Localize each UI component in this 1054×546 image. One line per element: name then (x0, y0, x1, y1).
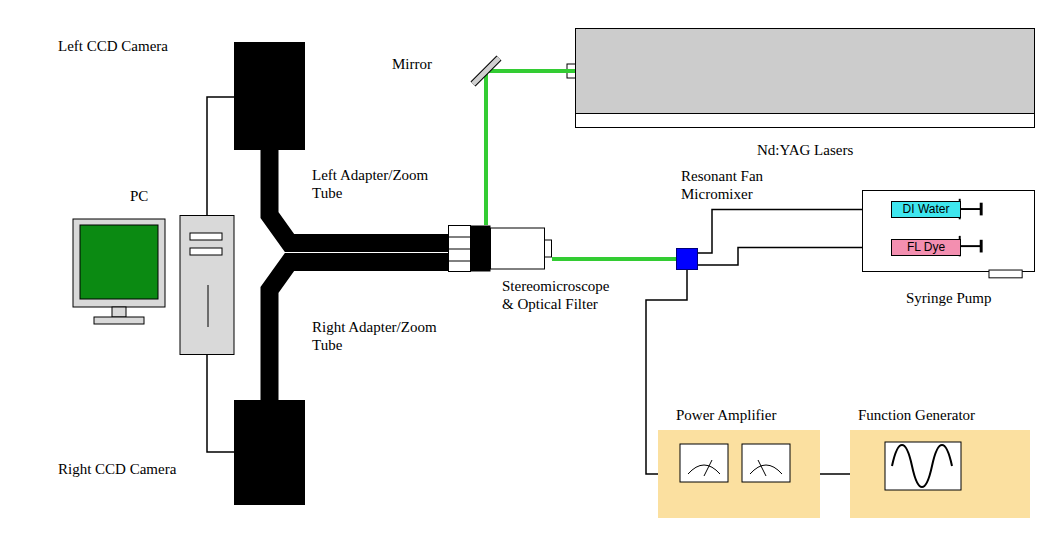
laser-housing-drawing (575, 28, 1035, 128)
syringe-pump: Syringe PumpDI WaterFL Dye (862, 190, 1035, 272)
zoom-tube (270, 150, 449, 243)
power-amplifier-drawing (658, 430, 820, 518)
node-label: Right CCD Camera (58, 460, 176, 478)
syringe-barrel: FL Dye (891, 239, 961, 256)
camera-body: Right CCD Camera (234, 400, 305, 505)
syringe-barrel: DI Water (891, 201, 961, 218)
micromixer: Resonant Fan Micromixer (676, 248, 698, 270)
node-label: Function Generator (858, 406, 975, 424)
node-label: PC (130, 187, 148, 205)
laser-beam (484, 85, 488, 225)
stereomicroscope: Stereomicroscope & Optical Filter (448, 225, 552, 272)
node-label: Stereomicroscope & Optical Filter (502, 277, 622, 313)
node-label: Left CCD Camera (58, 37, 168, 55)
power-amplifier: Power Amplifier (658, 430, 820, 518)
node-label: Syringe Pump (906, 289, 991, 307)
node-label: Resonant Fan Micromixer (681, 167, 791, 203)
node-label: Nd:YAG Lasers (757, 141, 853, 159)
stereomicroscope-drawing (448, 225, 552, 272)
mirror-drawing (472, 57, 500, 85)
node-label: Mirror (392, 55, 432, 73)
part-label: Right Adapter/Zoom Tube (312, 318, 452, 354)
node-label: FL Dye (892, 240, 960, 255)
part-label: Left Adapter/Zoom Tube (312, 166, 452, 202)
camera-body: Left CCD Camera (234, 42, 305, 150)
wire (820, 473, 850, 475)
laser-beam (500, 69, 575, 73)
node-label: Power Amplifier (676, 406, 776, 424)
computer-drawing (72, 215, 235, 355)
wire (207, 97, 234, 215)
laser-beam (552, 257, 676, 261)
function-generator-drawing (850, 430, 1030, 518)
wire (207, 355, 234, 452)
function-generator: Function Generator (850, 430, 1030, 518)
computer: PC (72, 215, 235, 355)
mirror: Mirror (472, 57, 500, 85)
laser-housing: Nd:YAG Lasers (575, 28, 1035, 128)
node-label: DI Water (892, 202, 960, 217)
